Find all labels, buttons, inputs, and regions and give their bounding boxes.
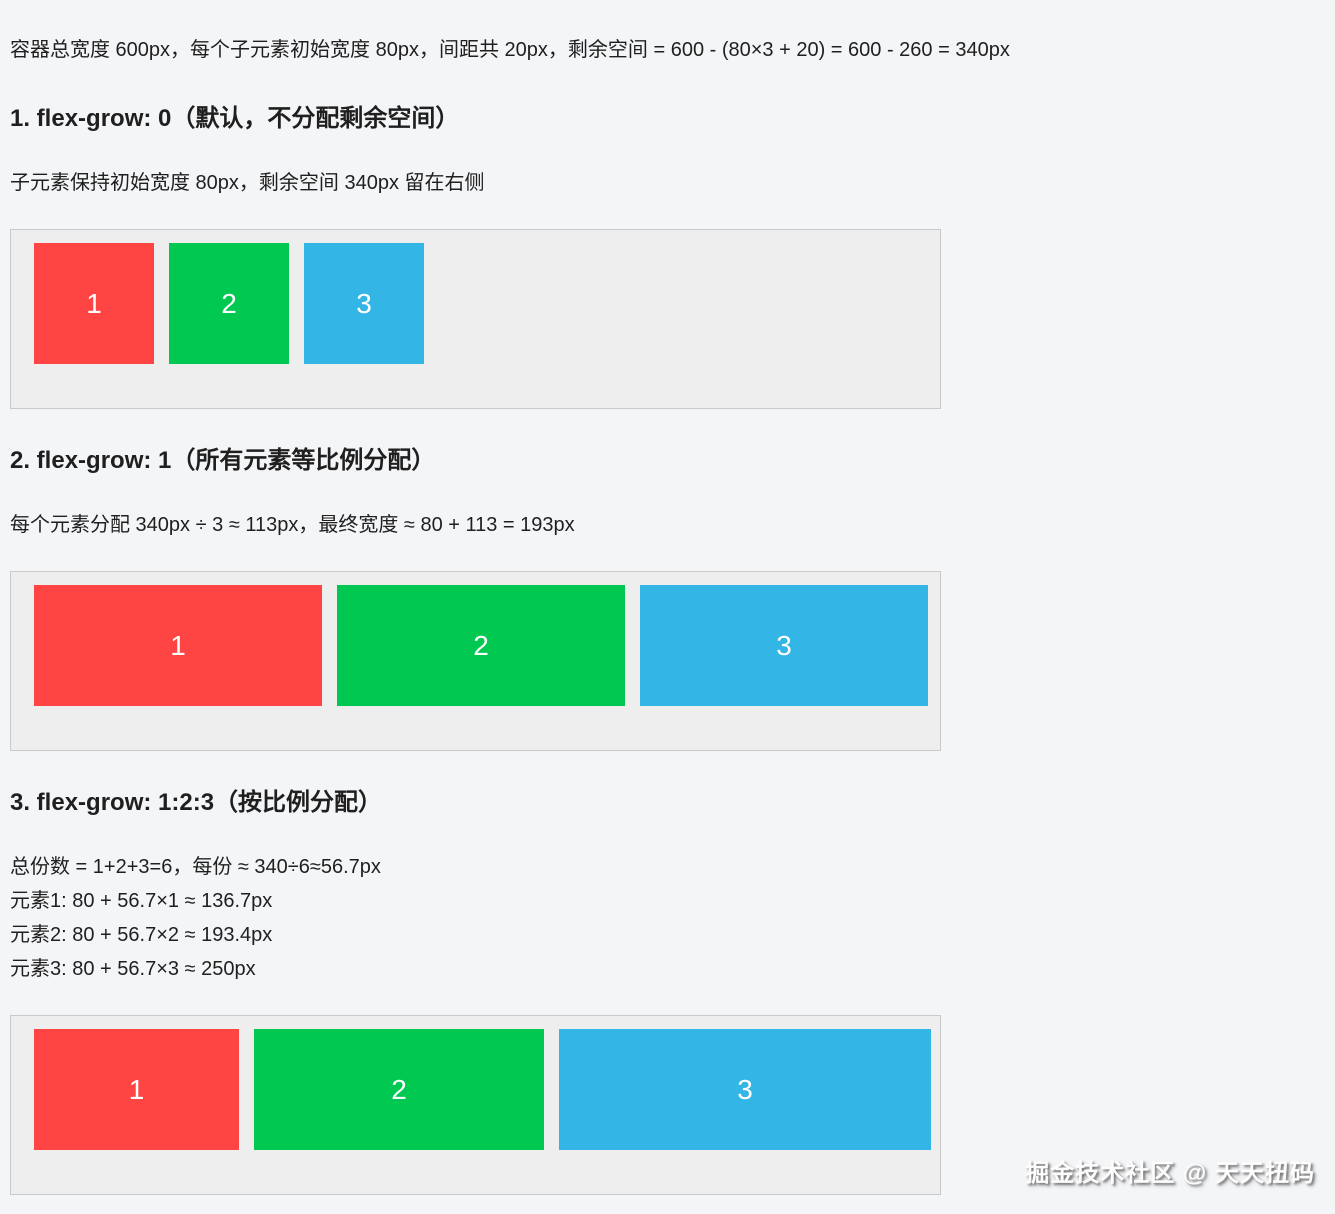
section-3-description-line-4: 元素3: 80 + 56.7×3 ≈ 250px	[10, 958, 256, 980]
section-3-description-line-2: 元素1: 80 + 56.7×1 ≈ 136.7px	[10, 890, 273, 912]
section-2-description: 每个元素分配 340px ÷ 3 ≈ 113px，最终宽度 ≈ 80 + 113…	[10, 514, 575, 536]
section-3-heading: 3. flex-grow: 1:2:3（按比例分配）	[10, 789, 383, 816]
section-2-heading: 2. flex-grow: 1（所有元素等比例分配）	[10, 447, 436, 474]
flex-item-3: 3	[559, 1029, 931, 1150]
section-3-description: 总份数 = 1+2+3=6，每份 ≈ 340÷6≈56.7px 元素1: 80 …	[10, 850, 1295, 986]
flex-item-2: 2	[169, 243, 289, 364]
section-1-description: 子元素保持初始宽度 80px，剩余空间 340px 留在右侧	[10, 172, 485, 194]
section-3-demo-container: 1 2 3	[10, 1015, 941, 1195]
section-3-description-line-1: 总份数 = 1+2+3=6，每份 ≈ 340÷6≈56.7px	[10, 856, 381, 878]
section-1-heading: 1. flex-grow: 0（默认，不分配剩余空间）	[10, 105, 460, 132]
section-3-description-line-3: 元素2: 80 + 56.7×2 ≈ 193.4px	[10, 924, 273, 946]
section-2-demo-container: 1 2 3	[10, 571, 941, 751]
flex-item-3: 3	[304, 243, 424, 364]
section-flex-grow-123: 3. flex-grow: 1:2:3（按比例分配） 总份数 = 1+2+3=6…	[10, 787, 1295, 1195]
flex-item-1: 1	[34, 243, 154, 364]
watermark: 掘金技术社区 @ 天天扭码	[1025, 1160, 1315, 1187]
intro-text: 容器总宽度 600px，每个子元素初始宽度 80px，间距共 20px，剩余空间…	[10, 39, 1010, 61]
section-flex-grow-1: 2. flex-grow: 1（所有元素等比例分配） 每个元素分配 340px …	[10, 445, 1295, 751]
section-1-demo-container: 1 2 3	[10, 229, 941, 409]
flex-item-2: 2	[254, 1029, 544, 1150]
section-flex-grow-0: 1. flex-grow: 0（默认，不分配剩余空间） 子元素保持初始宽度 80…	[10, 103, 1295, 409]
flex-item-1: 1	[34, 1029, 239, 1150]
flex-item-2: 2	[337, 585, 625, 706]
flex-item-3: 3	[640, 585, 928, 706]
flex-item-1: 1	[34, 585, 322, 706]
